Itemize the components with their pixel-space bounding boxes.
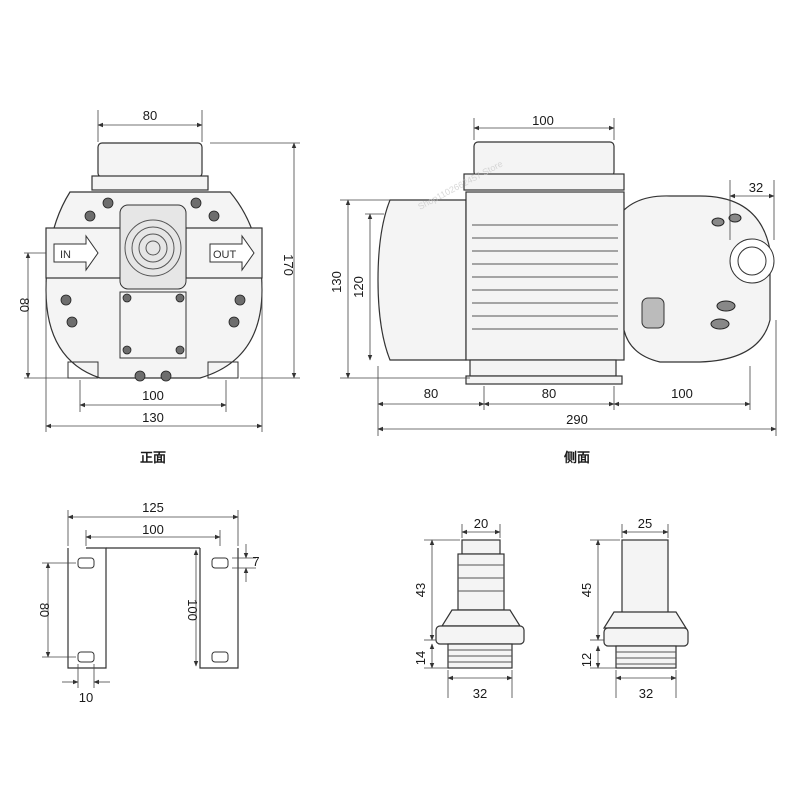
bracket-height: 100 [185,599,200,621]
bracket-outer-width: 125 [142,500,164,515]
fitting-25-barb-dia: 25 [638,516,652,531]
side-outlet-width: 32 [749,180,763,195]
front-view: IN OUT 80 170 80 100 130 正面 [17,108,300,466]
side-view: 100 32 130 120 80 80 100 290 侧面 [329,113,777,466]
side-view-caption: 侧面 [564,450,590,466]
side-seg3: 100 [671,386,693,401]
bracket-inner-width: 100 [142,522,164,537]
front-top-width: 80 [143,108,157,123]
side-body-height: 130 [329,271,344,293]
bracket-slot-height: 7 [252,554,259,569]
fitting-20-thread-dia: 32 [473,686,487,701]
outlet-label: OUT [213,249,237,261]
side-seg2: 80 [542,386,556,401]
side-motor-height: 120 [351,276,366,298]
front-height: 170 [281,254,296,276]
fitting-20-barb-length: 43 [413,583,428,597]
fitting-20-drawing: 20 43 14 32 [413,516,525,701]
fitting-25-thread-dia: 32 [639,686,653,701]
side-seg1: 80 [424,386,438,401]
fitting-25-drawing: 25 45 12 32 [579,516,689,701]
fitting-25-thread-length: 12 [579,653,594,667]
front-width: 130 [142,410,164,425]
front-base-holes: 100 [142,388,164,403]
inlet-label: IN [60,249,71,261]
bracket-drawing: 125 100 80 100 7 10 [37,500,260,705]
fitting-20-thread-length: 14 [413,651,428,665]
side-total-length: 290 [566,412,588,427]
front-view-caption: 正面 [140,451,166,466]
fitting-20-barb-dia: 20 [474,516,488,531]
bracket-slot-spacing: 80 [37,603,52,617]
bracket-slot-width: 10 [79,690,93,705]
fitting-25-barb-length: 45 [579,583,594,597]
side-top-width: 100 [532,113,554,128]
front-port-height: 80 [17,298,32,312]
